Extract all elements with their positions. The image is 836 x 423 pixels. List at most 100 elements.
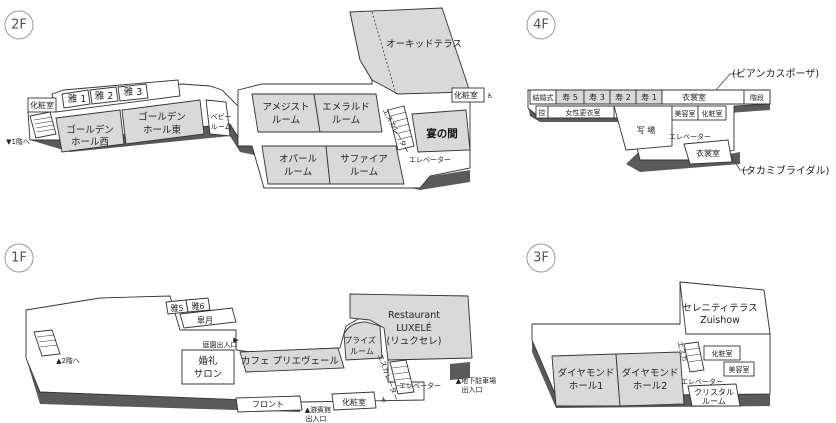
1f-front-label: フロント — [252, 400, 284, 409]
2f-opal-label-2: ルーム — [284, 167, 312, 178]
2f-golden-west-label-1: ゴールデン — [66, 124, 114, 136]
2f-miyabi-2 — [89, 86, 119, 105]
4f-kotobuki-3-label: 寿 3 — [589, 92, 605, 102]
floor-4f: 4F 結婚式 寿 5 寿 3 寿 2 寿 1 衣裳室 階段 控 女性更衣室 写 … — [526, 10, 830, 177]
2f-miyabi-2-label: 雅 2 — [95, 90, 114, 102]
3f-restroom-label: 化粧室 — [712, 349, 733, 358]
2f-sapphire-label-1: サファイア — [340, 154, 388, 165]
3f-diamond-2-label-1: ダイヤモンド — [622, 367, 679, 379]
4f-kotobuki-2-label: 寿 2 — [615, 92, 631, 102]
1f-garden-exit-label: 庭園出入口 — [203, 340, 238, 349]
floor-badge-2f — [4, 10, 34, 40]
4f-kotobuki-1-label: 寿 1 — [641, 92, 657, 102]
1f-miyabi-6 — [185, 297, 211, 313]
1f-wedding-salon — [181, 349, 235, 385]
2f-elevator-label: エレベーター — [409, 155, 451, 164]
4f-dressing-room — [547, 105, 615, 119]
2f-emerald-label-2: ルーム — [332, 115, 360, 126]
1f-restaurant — [349, 293, 473, 361]
4f-photo-studio — [613, 105, 673, 151]
3f-crystal-label-1: クリスタル — [694, 388, 734, 397]
3f-elevator-label: エレベーター — [681, 377, 723, 386]
3f-restroom — [703, 345, 741, 361]
floor-badge-3f — [526, 243, 556, 273]
4f-restroom — [697, 105, 727, 121]
1f-parking-label-2: 出入口 — [462, 385, 483, 394]
2f-accessible-icon: ♿ — [487, 92, 493, 100]
1f-to-2f-label: ▲2階へ — [56, 356, 80, 365]
2f-restroom-label: 化粧室 — [454, 90, 478, 100]
2f-orchid-terrace — [349, 7, 471, 95]
1f-front — [235, 395, 303, 413]
3f-diamond-2-label-2: ホール2 — [633, 381, 668, 392]
3f-diamond-1-label-1: ダイヤモンド — [558, 367, 615, 379]
1f-elevator-label: エレベーター — [399, 381, 441, 390]
3f-diamond-hall-2 — [615, 351, 685, 407]
1f-cafe — [239, 347, 345, 373]
2f-baby-label-1: ベビー — [211, 112, 232, 121]
2f-banquet-label: 宴の間 — [426, 127, 458, 140]
2f-golden-west-label-2: ホール西 — [71, 137, 109, 148]
1f-stairs-west — [33, 329, 61, 357]
floor-1f: 1F 雅5 雅6 皐月 ▲2階へ 婚礼 サロン 庭園出入口 ▶ カフェ プリエヴ… — [4, 243, 496, 423]
4f-dressing-label: 女性更衣室 — [566, 108, 601, 117]
1f-satsuki-label: 皐月 — [197, 315, 213, 325]
2f-baby-label-2: ルーム — [211, 123, 232, 131]
2f-restroom — [451, 87, 485, 103]
3f-beauty-label: 美容室 — [729, 365, 750, 374]
floor-label-2f: 2F — [11, 18, 27, 33]
3f-terrace — [679, 281, 771, 335]
1f-yugaden-label-1: ▲游賓館 — [305, 405, 331, 414]
floor-badge-1f — [4, 243, 34, 273]
1f-miyabi-5-label: 雅5 — [170, 303, 183, 313]
4f-kotobuki-5-label: 寿 5 — [562, 92, 578, 102]
2f-sapphire-room — [325, 145, 405, 185]
1f-escalator — [389, 359, 415, 395]
2f-amethyst-label-2: ルーム — [272, 115, 300, 126]
1f-wedding-label-1: 婚礼 — [198, 355, 218, 367]
1f-yugaden-label-2: 出入口 — [306, 414, 327, 423]
2f-miyabi-1 — [61, 89, 91, 109]
3f-diamond-hall-1 — [551, 353, 621, 407]
3f-diamond-1-label-2: ホール1 — [569, 381, 604, 392]
1f-prize-room — [343, 321, 383, 361]
2f-emerald-room — [313, 93, 383, 133]
floor-label-4f: 4F — [533, 18, 549, 33]
2f-miyabi-3-label: 雅 3 — [124, 86, 143, 98]
2f-sapphire-label-2: ルーム — [350, 167, 378, 178]
floor-2f: 2F 雅 1 雅 2 雅 3 化粧室 ▼1階へ ゴールデン ホール西 ゴールデン… — [4, 7, 493, 190]
2f-baby-room — [205, 99, 231, 137]
4f-costume-room-2 — [683, 139, 733, 165]
4f-beauty-label: 美容室 — [675, 109, 696, 118]
4f-restroom-label: 化粧室 — [702, 109, 723, 118]
4f-elevator-label: エレベーター — [669, 132, 711, 141]
2f-opal-label-1: オパール — [279, 154, 318, 165]
2f-golden-hall-east — [121, 99, 205, 145]
4f-shrine-label: 結婚式 — [533, 93, 554, 102]
1f-miyabi-6-label: 雅6 — [191, 301, 204, 311]
1f-restaurant-label-3: (リュクセレ) — [387, 336, 442, 347]
2f-to-1f-label: ▼1階へ — [6, 137, 30, 146]
2f-banquet-hall — [411, 109, 471, 153]
floor-3f: 3F セレニティテラス Zuishow ダイヤモンド ホール1 ダイヤモンド ホ… — [526, 243, 771, 408]
1f-restroom-label: 化粧室 — [342, 397, 366, 407]
floor-label-1f: 1F — [11, 251, 27, 266]
1f-restaurant-label-1: Restaurant — [388, 310, 440, 321]
3f-crystal-room — [687, 383, 741, 407]
3f-terrace-label-1: セレニティテラス — [682, 303, 757, 314]
2f-escalator — [387, 105, 415, 151]
1f-parking-label-1: ▲地下駐車場 — [456, 376, 496, 385]
1f-wedding-label-2: サロン — [194, 369, 223, 380]
4f-costume-2-label: 衣裳室 — [696, 148, 720, 158]
2f-amethyst-room — [251, 93, 321, 133]
4f-waiting-label: 控 — [539, 108, 546, 117]
2f-restroom-west-label: 化粧室 — [30, 100, 54, 110]
4f-stairs — [743, 89, 771, 105]
3f-beauty — [723, 361, 755, 377]
1f-accessible-icon: ♿ — [381, 396, 387, 404]
2f-amethyst-label-1: アメジスト — [262, 102, 309, 113]
2f-golden-hall-west — [55, 109, 125, 153]
2f-restroom-west — [27, 97, 57, 113]
2f-stairs-west — [29, 111, 57, 139]
